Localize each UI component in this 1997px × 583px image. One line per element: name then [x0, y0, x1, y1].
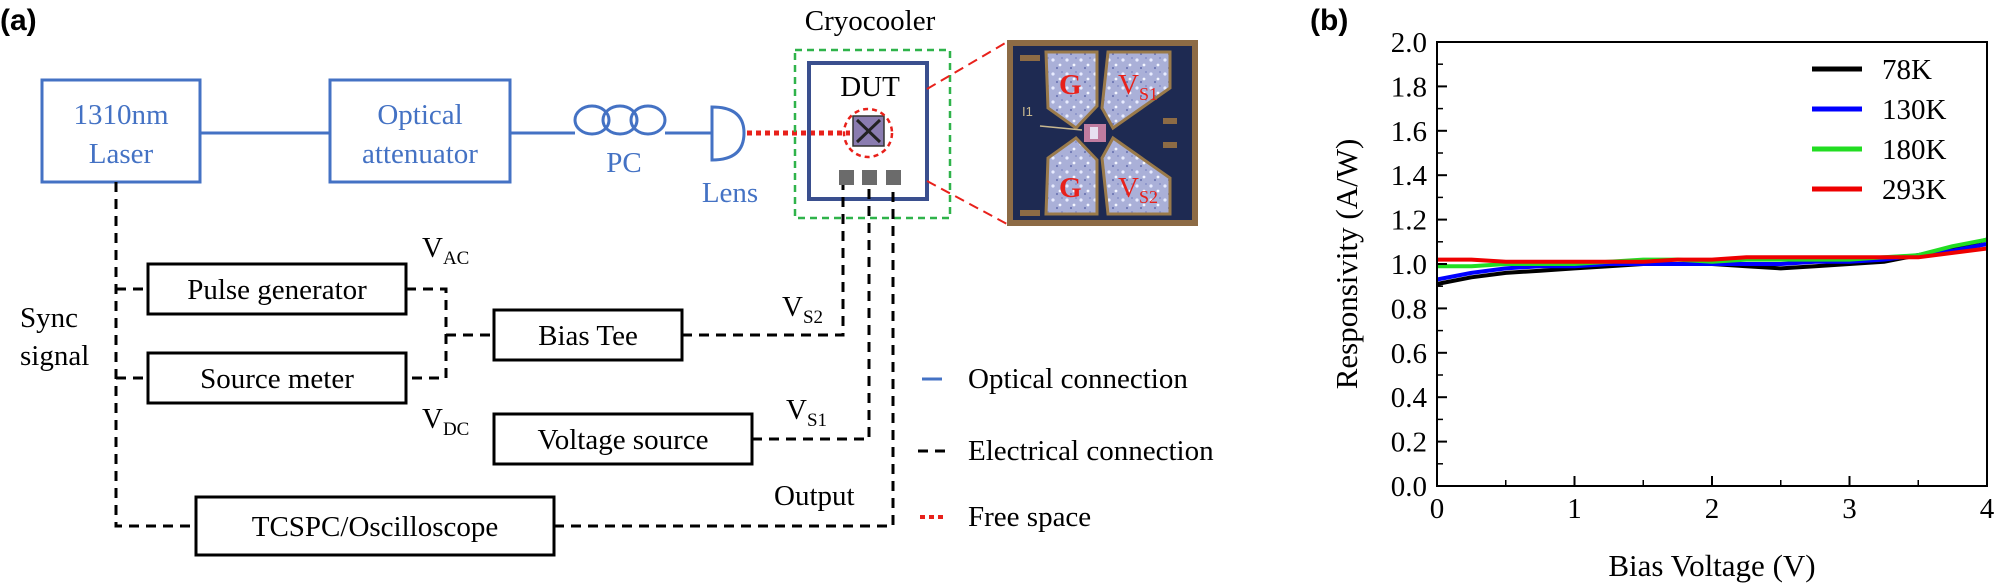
- attenuator-box: [328, 78, 512, 184]
- x-tick-label: 4: [1980, 493, 1995, 525]
- x-tick-label: 1: [1567, 493, 1582, 525]
- source-meter-box: [146, 351, 408, 405]
- series-line-293K: [1437, 246, 1988, 264]
- attenuator-label-line1: Optical: [377, 99, 462, 131]
- x-axis-label: Bias Voltage (V): [1608, 548, 1815, 583]
- laser-label-line2: Laser: [89, 138, 154, 170]
- y-tick-label: 1.2: [1391, 205, 1427, 237]
- output-label: Output: [774, 480, 855, 512]
- y-tick-label: 0.0: [1391, 471, 1427, 503]
- micrograph-g-top: G: [1059, 69, 1082, 101]
- laser-label-line1: 1310nm: [73, 99, 169, 131]
- zoom-line-bottom: [926, 180, 1008, 225]
- panel-a: (a) 1310nm Laser Optical attenuator PC L…: [0, 4, 1214, 557]
- laser-box: [40, 78, 202, 184]
- y-tick-label: 2.0: [1391, 27, 1427, 59]
- micrograph-marker: I1: [1022, 104, 1033, 119]
- legend-label-78K: 78K: [1882, 54, 1932, 86]
- dut-focus-circle: [842, 107, 894, 159]
- responsivity-chart: 0.0 0.2 0.4 0.6 0.8 1.0 1.2 1.4 1.6 1.8 2.0 0 1 2 3 4Bi…: [1329, 27, 1995, 583]
- pc-fiber-loops-icon: [573, 104, 667, 136]
- legend-label-180K: 180K: [1882, 134, 1947, 166]
- y-tick-label: 1.6: [1391, 116, 1427, 148]
- micrograph-g-bottom: G: [1059, 172, 1082, 204]
- v-s1-label: VS1: [786, 394, 827, 431]
- legend-label-130K: 130K: [1882, 94, 1947, 126]
- legend-label-293K: 293K: [1882, 174, 1947, 206]
- source-meter-label: Source meter: [200, 363, 354, 395]
- connection-legend: Optical connection Electrical connection…: [918, 363, 1214, 533]
- x-tick-label: 2: [1705, 493, 1720, 525]
- sync-label-line1: Sync: [20, 302, 78, 334]
- y-tick-label: 0.4: [1391, 382, 1428, 414]
- dut-label: DUT: [840, 71, 900, 103]
- y-axis-label: Responsivity (A/W): [1329, 139, 1364, 390]
- pc-label: PC: [606, 147, 641, 179]
- v-dc-label: VDC: [422, 403, 469, 440]
- pulse-generator-label: Pulse generator: [187, 274, 367, 306]
- panel-b: (b) 0.0 0.2 0.4 0.6 0.8 1.0 1.2 1.4 1.6 1.8 2.0 0 1 2…: [1310, 4, 1995, 583]
- y-tick-label: 1.4: [1391, 160, 1428, 192]
- dut-chip-icon: [852, 115, 885, 147]
- cryocooler-enclosure: [793, 48, 952, 220]
- legend-electrical-label: Electrical connection: [968, 435, 1214, 467]
- voltage-source-label: Voltage source: [538, 424, 709, 456]
- y-tick-label: 1.0: [1391, 249, 1427, 281]
- x-tick-label: 3: [1842, 493, 1857, 525]
- device-micrograph: I1 G VS1 G VS2: [1007, 40, 1198, 226]
- sync-label-line2: signal: [20, 340, 89, 372]
- v-ac-label: VAC: [422, 232, 469, 269]
- chart-legend: 78K 130K 180K 293K: [1812, 54, 1947, 206]
- y-tick-label: 1.8: [1391, 71, 1427, 103]
- micrograph-vs2: VS2: [1118, 172, 1158, 207]
- micrograph-vs1: VS1: [1118, 69, 1158, 104]
- panel-a-label: (a): [0, 4, 37, 37]
- dut-pins: [839, 170, 901, 185]
- panel-b-label: (b): [1310, 4, 1348, 37]
- lens-label: Lens: [702, 177, 758, 209]
- optical-chain: [40, 78, 746, 184]
- lens-icon: [710, 105, 746, 162]
- attenuator-label-line2: attenuator: [362, 138, 478, 170]
- bias-tee-label: Bias Tee: [538, 320, 638, 352]
- tcspc-label: TCSPC/Oscilloscope: [252, 511, 499, 543]
- legend-free-space-label: Free space: [968, 501, 1091, 533]
- legend-optical-label: Optical connection: [968, 363, 1188, 395]
- y-tick-label: 0.6: [1391, 338, 1427, 370]
- y-tick-label: 0.8: [1391, 293, 1427, 325]
- v-s2-label: VS2: [782, 291, 823, 328]
- x-tick-label: 0: [1430, 493, 1445, 525]
- cryocooler-label: Cryocooler: [805, 5, 936, 37]
- electrical-wiring: [114, 182, 895, 528]
- y-tick-label: 0.2: [1391, 427, 1427, 459]
